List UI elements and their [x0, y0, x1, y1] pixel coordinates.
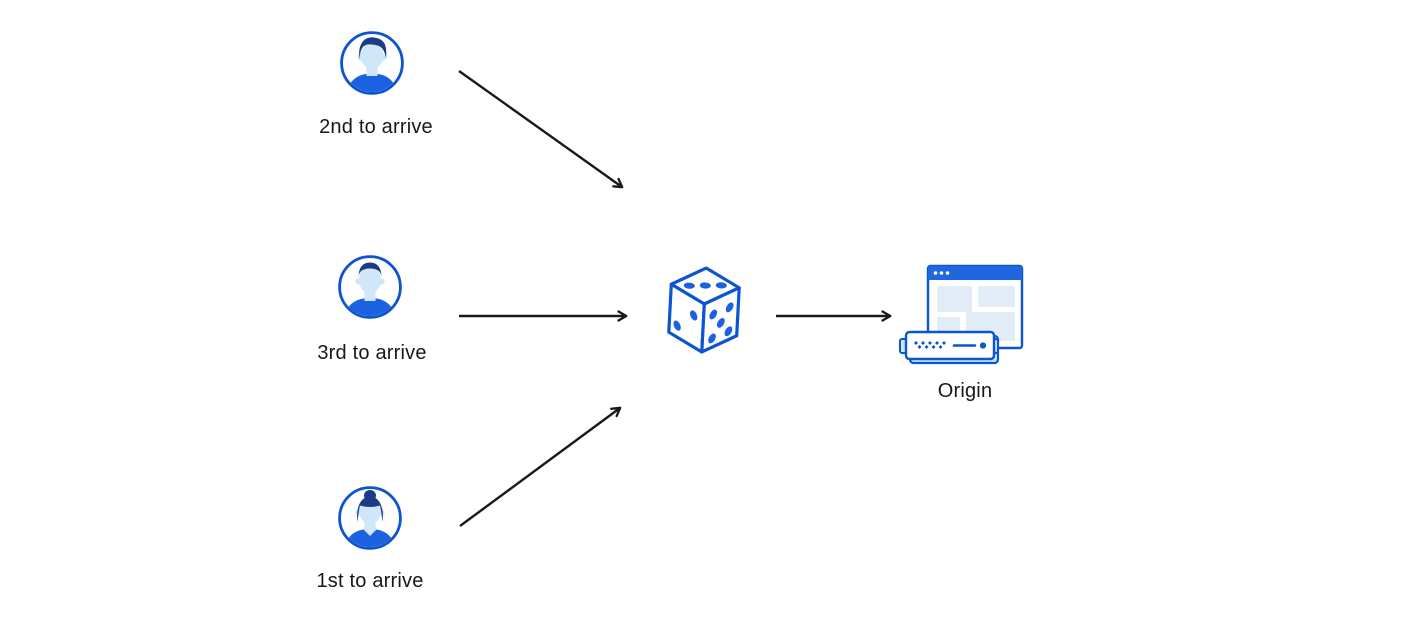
browser-window-icon	[926, 264, 1024, 350]
node-origin	[890, 260, 1030, 368]
node-label-visitor-1st: 1st to arrive	[316, 570, 424, 592]
node-visitor-2nd	[340, 31, 404, 95]
node-randomizer	[664, 263, 744, 363]
node-visitor-3rd	[338, 255, 402, 319]
node-visitor-1st	[338, 486, 402, 550]
origin-server-browser-icon	[899, 264, 1024, 365]
man-flat-hair-avatar-icon	[338, 255, 402, 319]
edge-1st-to-dice	[459, 406, 622, 527]
man-swoop-hair-avatar-icon	[340, 31, 404, 95]
node-label-origin: Origin	[937, 380, 993, 402]
server-icon	[899, 330, 1000, 365]
dice-icon	[667, 266, 741, 354]
woman-bun-hair-avatar-icon	[338, 486, 402, 550]
node-label-visitor-2nd: 2nd to arrive	[319, 116, 433, 138]
server-vent-diamonds	[914, 341, 946, 349]
node-label-visitor-3rd: 3rd to arrive	[317, 342, 427, 364]
